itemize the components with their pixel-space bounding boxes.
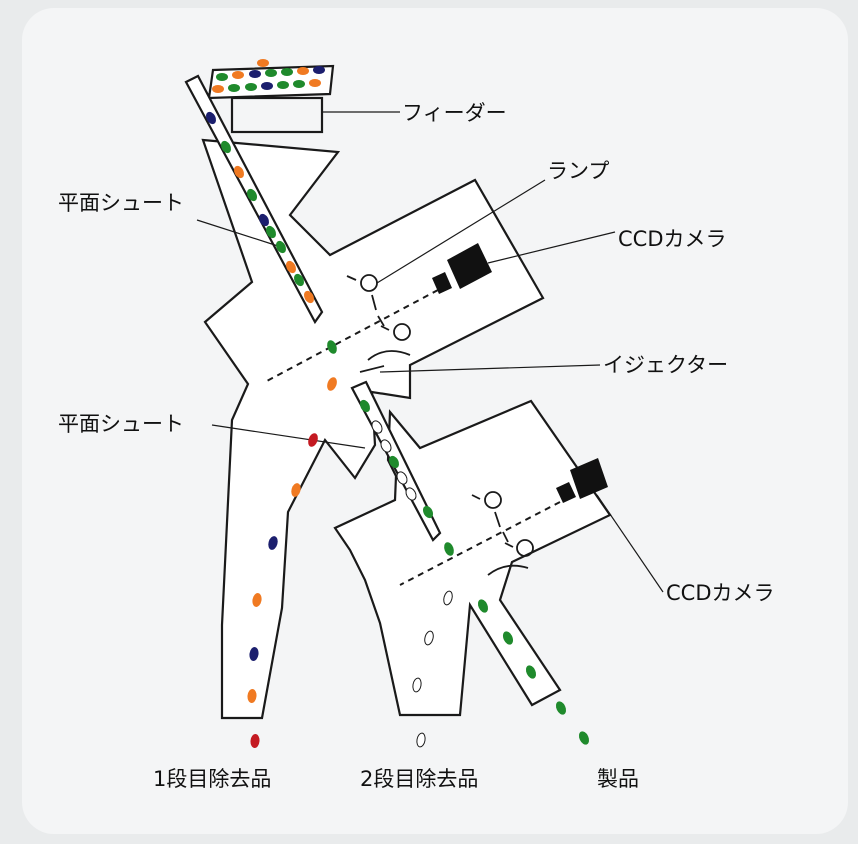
leader-lines [196,111,664,593]
leader-lamp [376,179,546,284]
label-ccd-camera-1: CCDカメラ [618,227,727,251]
ccd-camera-1-icon [432,243,492,294]
leader-chute-2 [211,424,366,449]
optics [264,274,561,586]
ccd-camera-2-icon [556,458,608,503]
label-feeder: フィーダー [402,101,507,125]
leader-chute-1 [196,219,279,247]
camera-2-sightline [399,501,561,586]
label-ejector: イジェクター [603,353,728,377]
feeder-box [230,96,324,134]
lamp-2-lower [516,539,534,557]
label-ccd-camera-2: CCDカメラ [666,581,775,605]
label-flat-chute-2: 平面シュート [58,412,184,436]
lamp-1-lower [393,323,411,341]
leader-ccd-1 [487,231,616,264]
pellets [205,59,590,748]
label-output-reject-1: 1段目除去品 [153,767,271,791]
leader-ccd-2 [596,494,664,593]
leader-ejector [379,364,601,373]
ejector-2-icon [487,564,529,576]
label-lamp: ランプ [547,159,609,183]
ejector-1-icon [367,350,411,361]
label-flat-chute-1: 平面シュート [58,191,184,215]
label-output-reject-2: 2段目除去品 [360,767,478,791]
lamp-2-upper [484,491,502,509]
label-output-product: 製品 [597,767,639,791]
